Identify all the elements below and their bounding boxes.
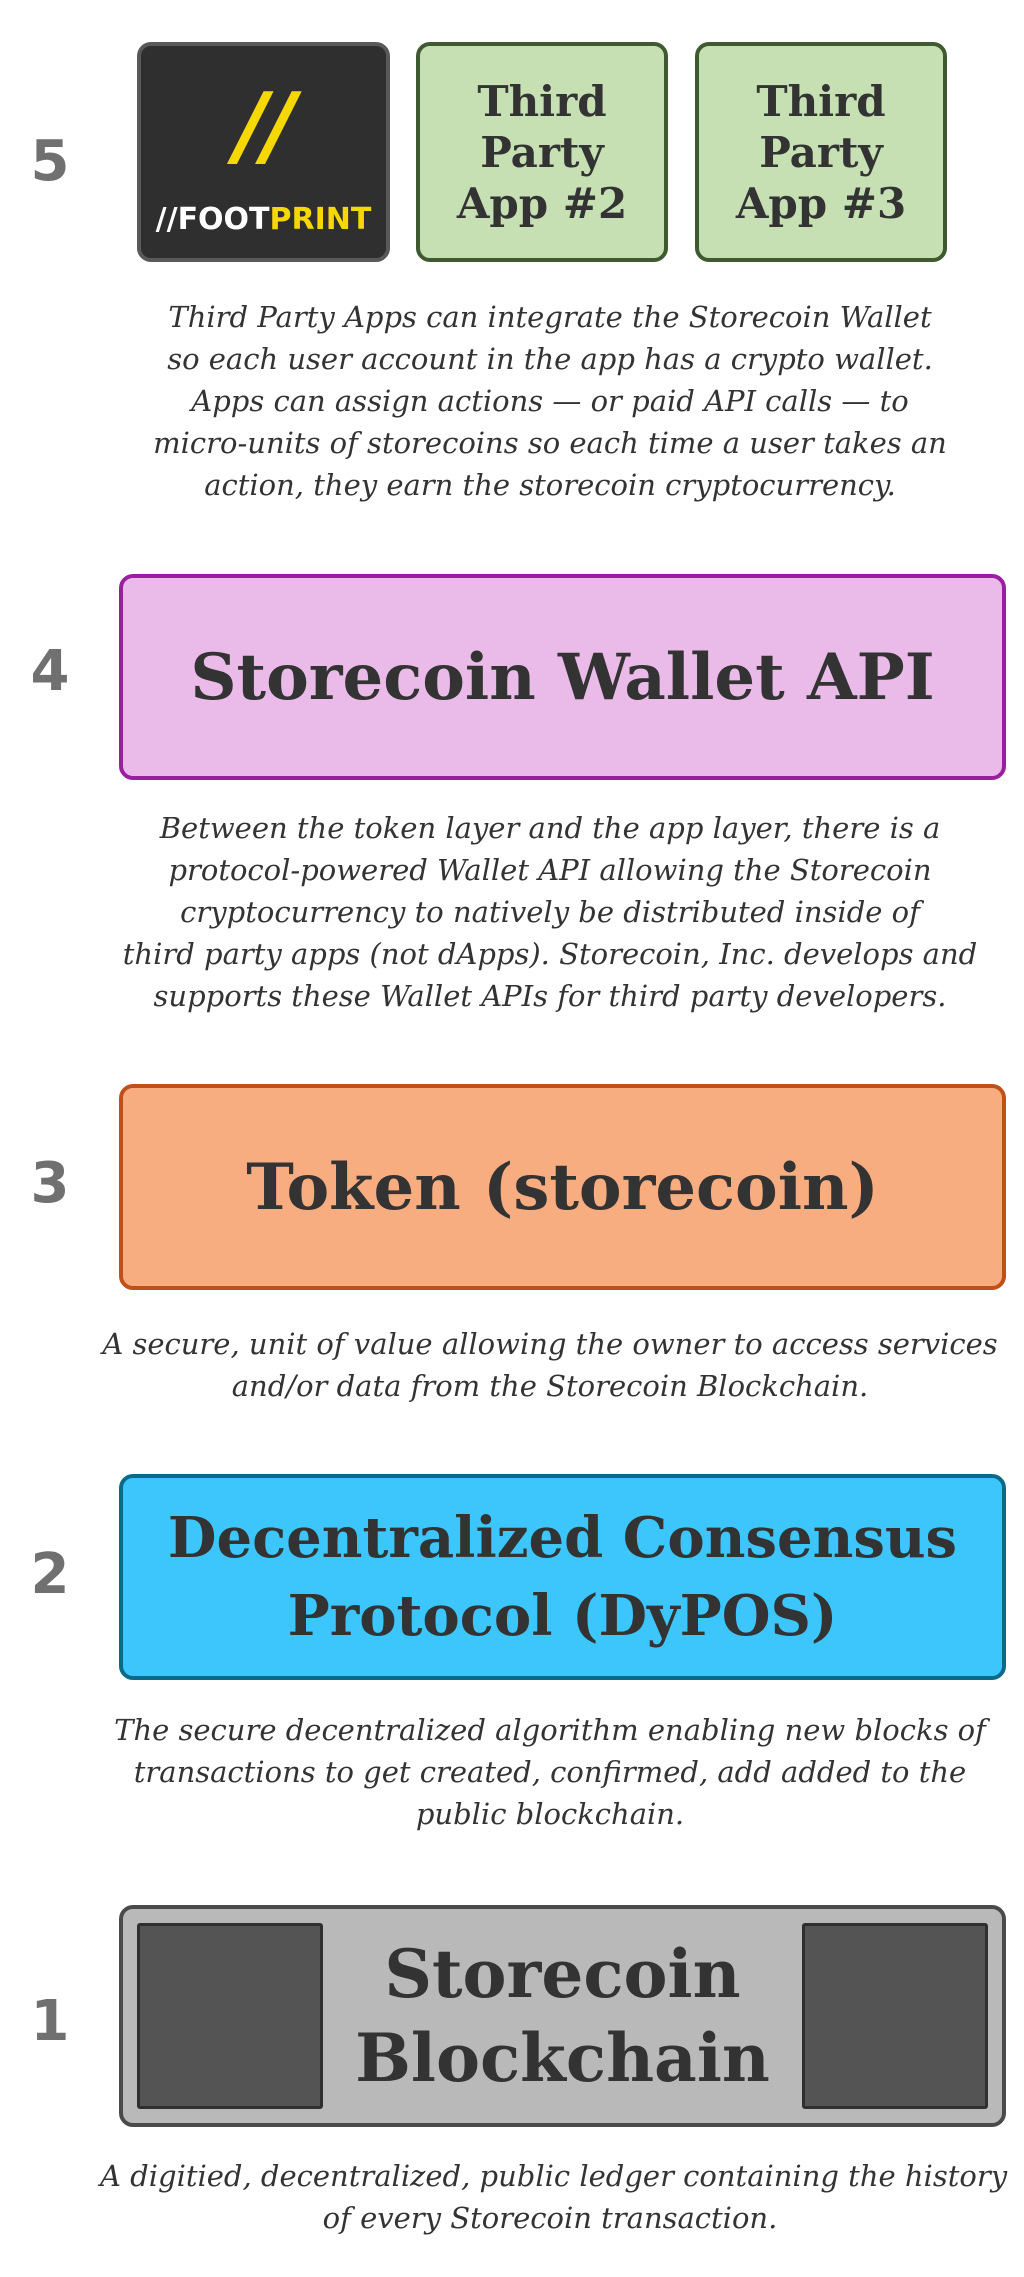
desc-line: A secure, unit of value allowing the own…	[102, 1327, 998, 1361]
block-square-left	[137, 1923, 323, 2109]
app-3-line-2: Party	[759, 127, 883, 177]
app-3-line-3: App #3	[735, 178, 907, 228]
desc-line: micro-units of storecoins so each time a…	[153, 426, 947, 460]
layer-4-description: Between the token layer and the app laye…	[100, 807, 1000, 1017]
desc-line: so each user account in the app has a cr…	[167, 342, 933, 376]
blockchain-title-line-2: Blockchain	[355, 2019, 770, 2097]
desc-line: third party apps (not dApps). Storecoin,…	[122, 937, 978, 971]
desc-line: cryptocurrency to natively be distribute…	[180, 895, 920, 929]
consensus-title-line-1: Decentralized Consensus	[167, 1505, 958, 1571]
app-2-line-2: Party	[480, 127, 604, 177]
wallet-api-title: Storecoin Wallet API	[190, 639, 935, 715]
layer-3-description: A secure, unit of value allowing the own…	[100, 1323, 1000, 1407]
wallet-api-box: Storecoin Wallet API	[119, 574, 1006, 780]
desc-line: The secure decentralized algorithm enabl…	[114, 1713, 986, 1747]
blockchain-title-line-1: Storecoin	[384, 1935, 741, 2013]
app-2-line-3: App #2	[456, 178, 628, 228]
app-2-line-1: Third	[477, 76, 607, 126]
desc-line: A digitied, decentralized, public ledger…	[100, 2159, 1008, 2193]
desc-line: and/or data from the Storecoin Blockchai…	[231, 1369, 869, 1403]
token-title: Token (storecoin)	[246, 1149, 879, 1225]
third-party-app-2: Third Party App #2	[416, 42, 668, 262]
app-3-line-1: Third	[756, 76, 886, 126]
block-square-right	[802, 1923, 988, 2109]
layer-number-1: 1	[30, 1989, 70, 2054]
layer-5-description: Third Party Apps can integrate the Store…	[100, 296, 1000, 506]
desc-line: Between the token layer and the app laye…	[159, 811, 941, 845]
desc-line: of every Storecoin transaction.	[322, 2201, 778, 2235]
layer-number-4: 4	[30, 639, 70, 704]
desc-line: action, they earn the storecoin cryptocu…	[204, 468, 896, 502]
footprint-word-b: PRINT	[269, 202, 372, 237]
consensus-title-line-2: Protocol (DyPOS)	[287, 1583, 838, 1649]
footprint-word-a: FOOT	[177, 202, 270, 237]
desc-line: public blockchain.	[415, 1797, 685, 1831]
footprint-app-logo: // //FOOTPRINT	[137, 42, 390, 262]
layer-1-description: A digitied, decentralized, public ledger…	[100, 2155, 1008, 2239]
footprint-slash-mark: //	[235, 74, 295, 177]
footprint-wordmark: //FOOTPRINT	[156, 202, 372, 238]
desc-line: protocol-powered Wallet API allowing the…	[168, 853, 932, 887]
blockchain-box: Storecoin Blockchain	[119, 1905, 1006, 2127]
desc-line: Third Party Apps can integrate the Store…	[168, 300, 932, 334]
footprint-prefix: //	[155, 202, 178, 237]
desc-line: transactions to get created, confirmed, …	[133, 1755, 967, 1789]
consensus-protocol-box: Decentralized Consensus Protocol (DyPOS)	[119, 1474, 1006, 1680]
third-party-app-3: Third Party App #3	[695, 42, 947, 262]
layer-2-description: The secure decentralized algorithm enabl…	[100, 1709, 1000, 1835]
desc-line: Apps can assign actions — or paid API ca…	[191, 384, 909, 418]
layer-number-2: 2	[30, 1542, 70, 1607]
desc-line: supports these Wallet APIs for third par…	[153, 979, 947, 1013]
token-box: Token (storecoin)	[119, 1084, 1006, 1290]
layer-number-3: 3	[30, 1151, 70, 1216]
layer-number-5: 5	[30, 129, 70, 194]
